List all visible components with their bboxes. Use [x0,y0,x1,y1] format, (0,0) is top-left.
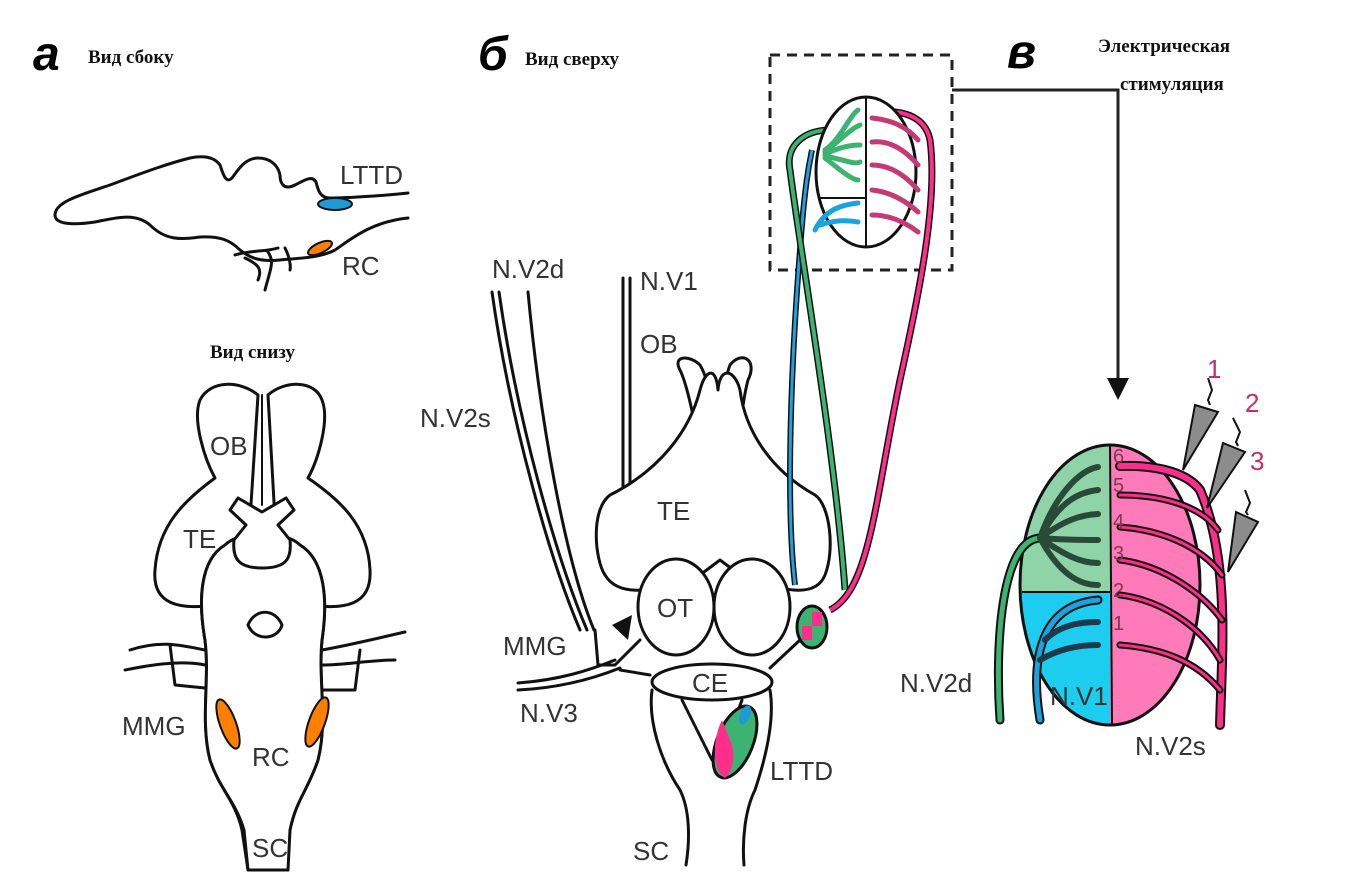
top-label-sc: SC [633,836,669,866]
panel-c-letter: в [1007,26,1036,79]
bottom-view-brain: OB TE MMG RC SC [122,382,407,872]
inset-box [768,53,954,272]
panel-a-side-caption: Вид сбоку [88,47,174,68]
top-label-te: TE [657,496,690,526]
inset-mini-map [812,95,921,249]
segment-number-6: 6 [1113,446,1124,468]
side-brain-nerve-1 [233,246,292,292]
receptive-field-map: 1 2 3 4 5 6 [993,443,1228,730]
segment-number-5: 5 [1113,475,1124,497]
top-ce [650,662,774,702]
top-lttd [711,704,759,780]
bottom-label-rc: RC [252,742,290,772]
electrode-number-3: 3 [1250,446,1264,476]
nerve-nv3-lines [516,658,622,692]
electrode-number-1: 1 [1207,354,1221,384]
panel-c-caption-line1: Электрическая [1098,36,1230,57]
bottom-label-sc: SC [252,833,288,863]
top-label-nv2s: N.V2s [420,403,491,433]
electrode-1 [1182,377,1220,471]
nerve-nv2d-green [787,128,847,591]
panel-a: а Вид сбоку LTTD RC Вид снизу [33,28,410,872]
nerve-nv2s-pink [829,109,934,612]
bottom-nerve-left [123,642,207,690]
top-label-ce: CE [692,668,728,698]
panel-c-caption-line2: стимуляция [1120,74,1224,95]
side-lttd-marker [317,197,353,211]
panel-c: в Электрическая стимуляция [900,26,1264,761]
panel-a-bottom-caption: Вид снизу [210,342,296,363]
ganglion-root [768,638,802,670]
stimulation-electrodes: 1 2 3 [1182,354,1264,573]
segment-number-4: 4 [1113,511,1124,533]
top-label-nv2d: N.V2d [492,254,564,284]
bottom-label-ob: OB [210,431,248,461]
top-ot-right [712,557,792,657]
map-label-nv1: N.V1 [1050,681,1108,711]
nerve-nv1-blue [788,149,814,586]
top-mmg-ganglion [612,615,632,640]
side-label-lttd: LTTD [340,160,403,190]
bottom-label-te: TE [183,524,216,554]
map-label-nv2s: N.V2s [1135,731,1206,761]
arrow-down-icon [1107,378,1129,400]
bottom-pituitary [246,610,284,639]
top-te [594,371,832,592]
bottom-nerve-right [320,630,407,692]
bottom-hypothalamus [228,496,296,570]
segment-number-3: 3 [1113,543,1124,565]
bottom-label-mmg: MMG [122,711,186,741]
trigeminal-ganglion [795,604,829,650]
electrode-number-2: 2 [1245,388,1259,418]
side-rc-marker [307,239,333,257]
bottom-brainstem-fill [200,532,327,872]
top-label-mmg: MMG [503,631,567,661]
bottom-rc-right [304,696,330,748]
panel-b-caption: Вид сверху [525,49,619,70]
top-mmg-connection [593,628,652,677]
top-label-ot: OT [657,593,693,623]
panel-b-letter: б [478,28,509,81]
top-label-ob: OB [640,329,678,359]
top-label-nv1: N.V1 [640,266,698,296]
top-brainstem [649,688,773,867]
electrode-3 [1227,489,1260,573]
side-label-rc: RC [342,251,380,281]
segment-number-2: 2 [1113,580,1124,602]
side-view-brain: LTTD RC [53,155,410,292]
electrode-2 [1206,417,1247,509]
inset-connector-line [952,88,1120,380]
panel-b: б Вид сверху [420,28,1129,867]
bottom-rc-left [215,698,241,750]
top-label-nv3: N.V3 [520,698,578,728]
map-label-nv2d: N.V2d [900,668,972,698]
top-label-lttd: LTTD [770,756,833,786]
segment-number-1: 1 [1113,613,1124,635]
side-brain-outline [53,155,410,262]
nerve-nv2d-lines [490,290,596,632]
panel-a-letter: а [33,28,60,81]
